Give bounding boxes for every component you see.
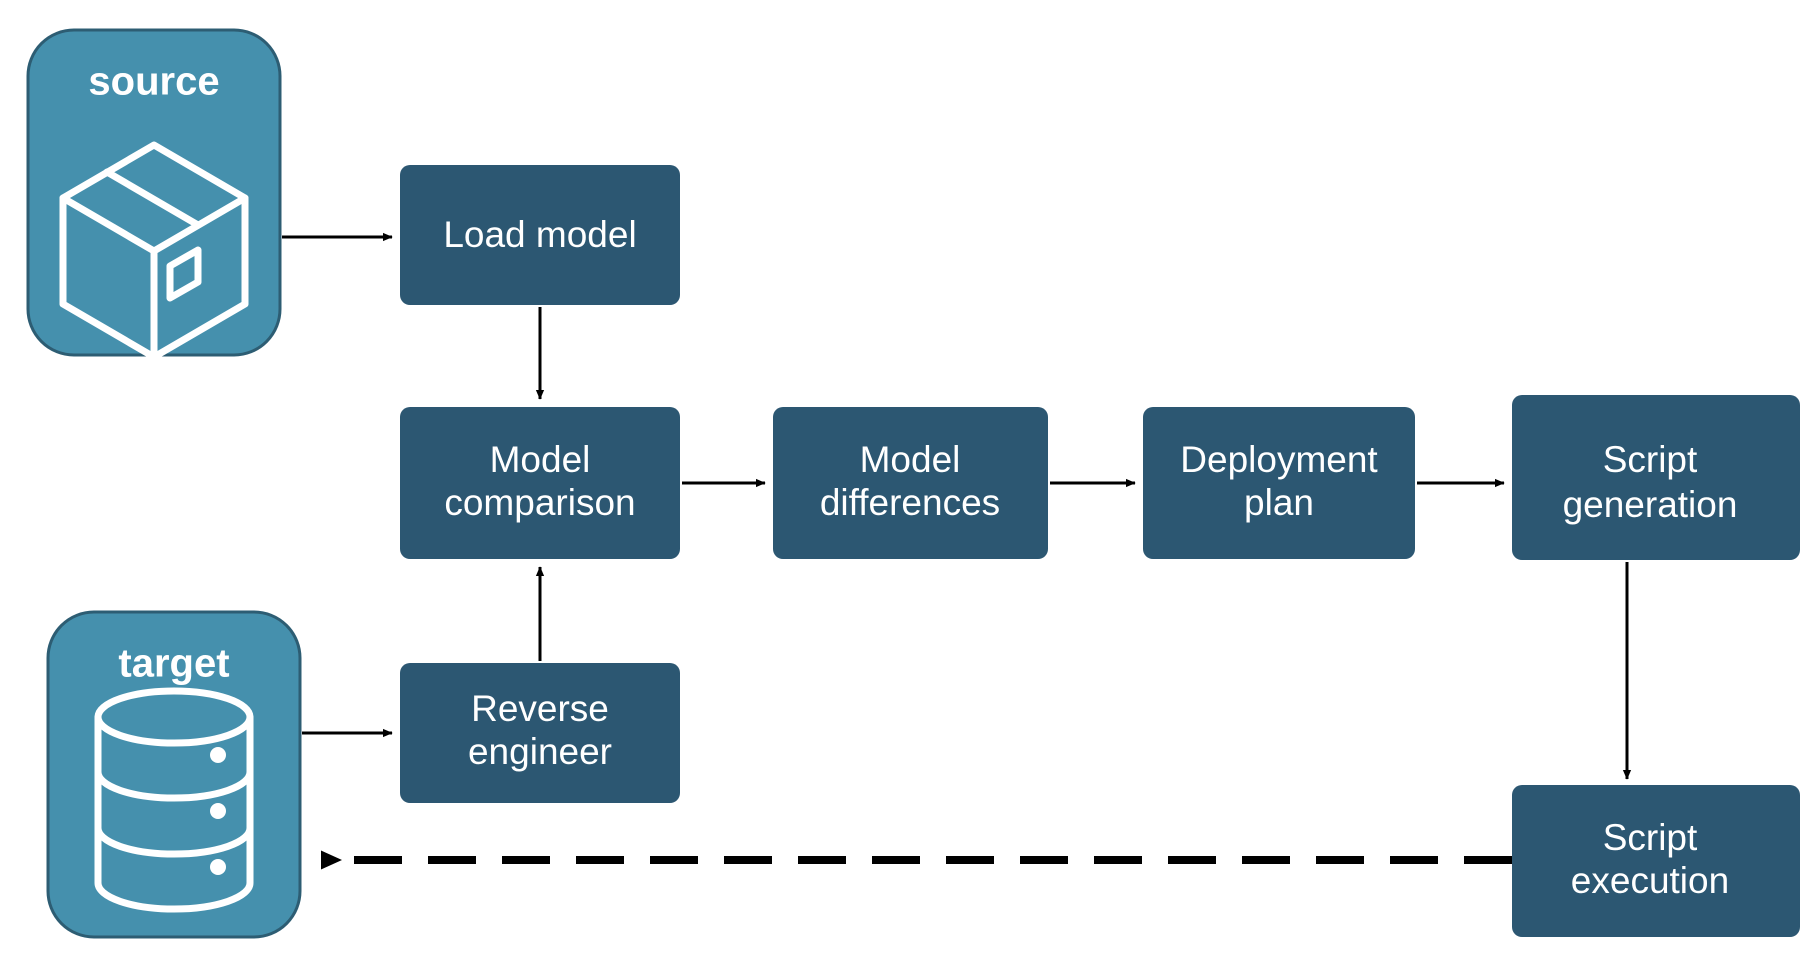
- deployment-plan-label-line-2: plan: [1244, 482, 1314, 523]
- db-dot-1: [210, 747, 226, 763]
- reverse-engineer-label-line-1: Reverse: [471, 688, 609, 729]
- process-script-execution[interactable]: Script execution: [1512, 785, 1800, 937]
- deployment-plan-label-line-1: Deployment: [1180, 439, 1378, 480]
- reverse-engineer-box[interactable]: [400, 663, 680, 803]
- endpoint-target[interactable]: target: [46, 610, 302, 939]
- target-label: target: [118, 642, 229, 686]
- script-execution-label-line-1: Script: [1603, 817, 1698, 858]
- package-box-icon: [59, 141, 249, 361]
- script-execution-box[interactable]: [1512, 785, 1800, 937]
- model-comparison-box[interactable]: [400, 407, 680, 559]
- source-label: source: [88, 60, 219, 104]
- model-differences-box[interactable]: [773, 407, 1048, 559]
- process-load-model[interactable]: Load model: [400, 165, 680, 305]
- model-comparison-label-line-2: comparison: [444, 482, 635, 523]
- model-differences-label-line-2: differences: [820, 482, 1000, 523]
- process-model-differences[interactable]: Model differences: [773, 407, 1048, 559]
- deployment-plan-box[interactable]: [1143, 407, 1415, 559]
- process-model-comparison[interactable]: Model comparison: [400, 407, 680, 559]
- load-model-box[interactable]: [400, 165, 680, 305]
- reverse-engineer-label-line-2: engineer: [468, 731, 612, 772]
- model-comparison-label-line-1: Model: [490, 439, 591, 480]
- process-reverse-engineer[interactable]: Reverse engineer: [400, 663, 680, 803]
- script-generation-label-line-1: Script: [1603, 439, 1698, 480]
- target-box[interactable]: [46, 610, 302, 939]
- script-generation-label-line-2: generation: [1563, 484, 1738, 525]
- load-model-label-line-1: Load model: [443, 214, 636, 255]
- process-script-generation[interactable]: Script generation: [1512, 395, 1800, 560]
- connector-layer: [282, 232, 1632, 870]
- model-differences-label-line-1: Model: [860, 439, 961, 480]
- database-cylinder-icon: [94, 687, 254, 913]
- db-dot-2: [210, 803, 226, 819]
- endpoint-source[interactable]: source: [26, 28, 282, 361]
- db-dot-3: [210, 859, 226, 875]
- process-deployment-plan[interactable]: Deployment plan: [1143, 407, 1415, 559]
- script-execution-label-line-2: execution: [1571, 860, 1729, 901]
- script-generation-box[interactable]: [1512, 395, 1800, 560]
